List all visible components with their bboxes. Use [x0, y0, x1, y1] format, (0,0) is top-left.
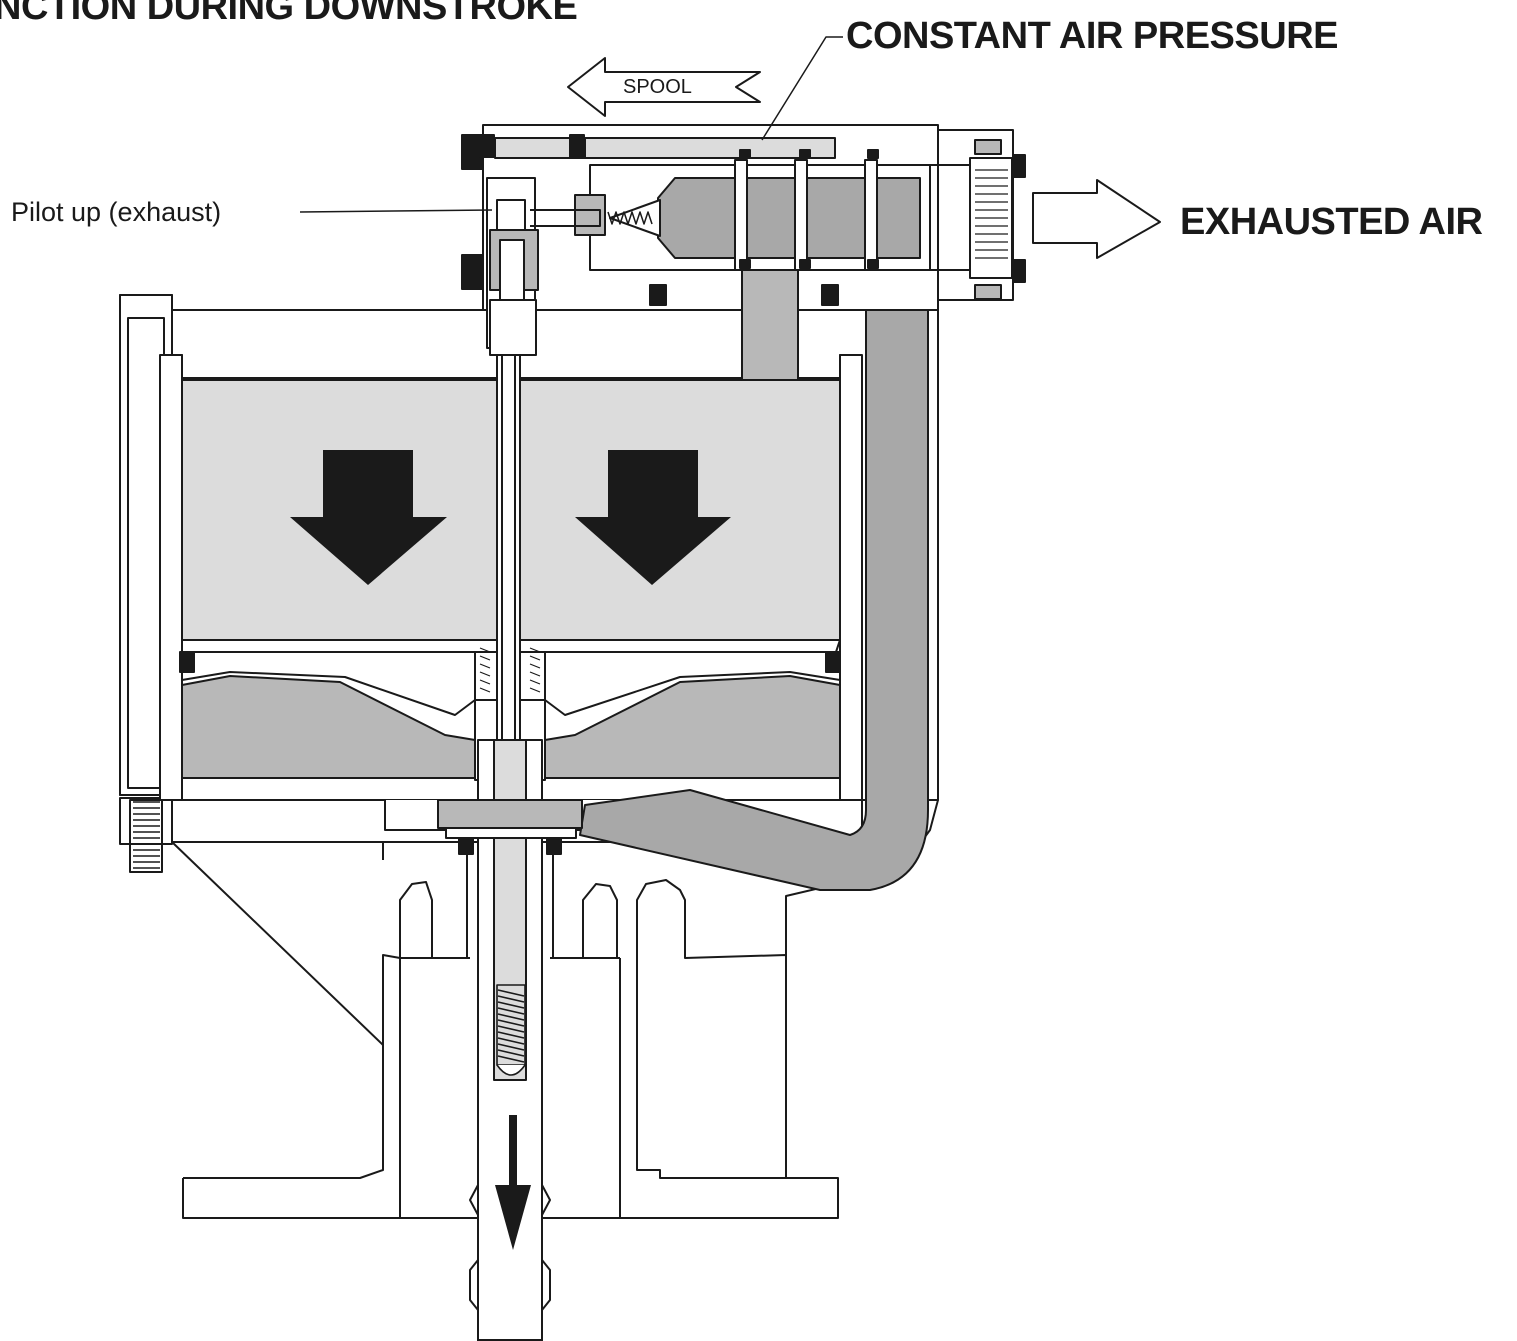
pilot-up-exhaust-label: Pilot up (exhaust) — [11, 197, 222, 227]
down-arrow-left — [290, 450, 447, 585]
rod-down-arrow — [495, 1115, 531, 1250]
exhausted-air-label: EXHAUSTED AIR — [1180, 201, 1483, 243]
rod-seal-assembly — [437, 799, 583, 958]
downstroke-arrows — [290, 450, 731, 1250]
spool-direction-arrow — [567, 57, 761, 117]
down-arrow-right — [575, 450, 731, 585]
constant-air-pressure-label: CONSTANT AIR PRESSURE — [846, 15, 1338, 57]
pilot-up-leader-line — [299, 209, 493, 213]
section-heading: NCTION DURING DOWNSTROKE — [0, 0, 578, 28]
exhaust-passage — [579, 289, 929, 891]
constant-air-leader-line — [761, 36, 843, 141]
valve-block — [461, 124, 1026, 381]
spool-label: SPOOL — [623, 76, 692, 98]
return-spring — [496, 984, 526, 1076]
exhausted-air-arrow — [1032, 179, 1161, 259]
